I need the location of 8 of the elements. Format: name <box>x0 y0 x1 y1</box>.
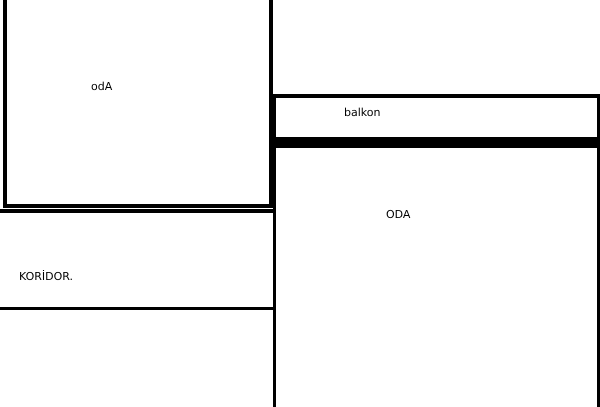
room-label: ODA <box>386 208 410 221</box>
room-outline <box>3 0 273 208</box>
room-outline <box>273 94 600 140</box>
room-outline <box>273 140 600 407</box>
room-label: KORİDOR. <box>19 270 74 283</box>
room-label: balkon <box>344 106 380 119</box>
room-label: odA <box>91 80 112 93</box>
room-outline <box>0 209 273 310</box>
